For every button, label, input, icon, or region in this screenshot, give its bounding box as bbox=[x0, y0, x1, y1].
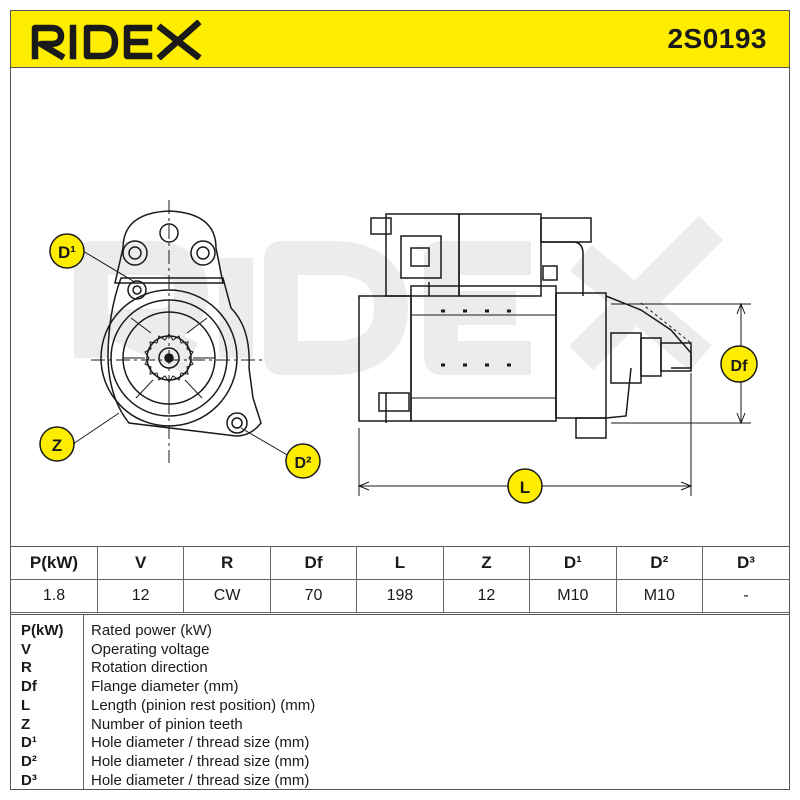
spec-header: V bbox=[96, 546, 185, 580]
legend-item: Df Flange diameter (mm) bbox=[11, 678, 789, 697]
technical-drawing: D¹ Z D² Df L bbox=[39, 200, 758, 504]
legend-desc: Number of pinion teeth bbox=[91, 715, 243, 733]
spec-header: L bbox=[356, 546, 444, 580]
spec-value: 1.8 bbox=[11, 579, 98, 613]
callout-d2: D² bbox=[285, 443, 321, 479]
spec-value: 198 bbox=[356, 579, 444, 613]
legend-item: D¹ Hole diameter / thread size (mm) bbox=[11, 734, 789, 753]
watermark-logo bbox=[74, 215, 724, 375]
legend-desc: Rotation direction bbox=[91, 659, 208, 677]
callout-l: L bbox=[507, 468, 543, 504]
header-bar: 2S0193 bbox=[11, 11, 789, 68]
ridex-logo bbox=[31, 20, 202, 60]
specs-header-row: P(kW) V R Df L Z D¹ D² D³ bbox=[11, 546, 789, 580]
legend-key: D³ bbox=[21, 771, 37, 789]
legend-item: D³ Hole diameter / thread size (mm) bbox=[11, 771, 789, 789]
svg-text:Df: Df bbox=[731, 358, 749, 375]
spec-header: Df bbox=[269, 546, 358, 580]
specs-value-row: 1.8 12 CW 70 198 12 M10 M10 - bbox=[11, 579, 789, 613]
spec-value: M10 bbox=[529, 579, 617, 613]
callout-df: Df bbox=[720, 345, 758, 383]
legend-key: D² bbox=[21, 752, 37, 770]
legend-key: Df bbox=[21, 678, 37, 696]
spec-value: CW bbox=[183, 579, 271, 613]
spec-header: R bbox=[183, 546, 271, 580]
legend-key: P(kW) bbox=[21, 622, 64, 639]
svg-text:D²: D² bbox=[295, 455, 312, 472]
part-number: 2S0193 bbox=[667, 23, 767, 54]
callout-d1: D¹ bbox=[49, 233, 85, 269]
svg-text:Z: Z bbox=[52, 436, 62, 455]
spec-header: D² bbox=[615, 546, 704, 580]
legend-desc: Operating voltage bbox=[91, 640, 210, 658]
spec-value: M10 bbox=[615, 579, 704, 613]
legend-key: D¹ bbox=[21, 734, 37, 752]
legend-desc: Flange diameter (mm) bbox=[91, 678, 239, 696]
legend-item: R Rotation direction bbox=[11, 659, 789, 678]
spec-value: 12 bbox=[96, 579, 185, 613]
legend-key: L bbox=[21, 696, 31, 714]
spec-header: P(kW) bbox=[11, 546, 98, 580]
spec-value: 70 bbox=[269, 579, 358, 613]
spec-value: 12 bbox=[442, 579, 531, 613]
front-view bbox=[72, 200, 290, 463]
legend-desc: Hole diameter / thread size (mm) bbox=[91, 734, 310, 752]
legend-key: V bbox=[21, 640, 32, 658]
specs-table: P(kW) V R Df L Z D¹ D² D³ 1.8 12 CW 70 1… bbox=[11, 546, 789, 613]
product-sheet: 2S0193 bbox=[10, 10, 790, 790]
legend-key: R bbox=[21, 659, 32, 677]
spec-header: D¹ bbox=[529, 546, 617, 580]
legend-item: P(kW) Rated power (kW) bbox=[11, 622, 789, 641]
svg-text:D¹: D¹ bbox=[58, 243, 76, 262]
legend-divider bbox=[83, 615, 84, 789]
legend-item: Z Number of pinion teeth bbox=[11, 716, 789, 735]
legend-desc: Length (pinion rest position) (mm) bbox=[91, 696, 316, 714]
svg-text:L: L bbox=[520, 478, 530, 497]
legend-item: L Length (pinion rest position) (mm) bbox=[11, 697, 789, 716]
legend-desc: Hole diameter / thread size (mm) bbox=[91, 752, 310, 770]
legend-desc: Hole diameter / thread size (mm) bbox=[91, 771, 310, 789]
callout-z: Z bbox=[39, 426, 75, 462]
legend-item: V Operating voltage bbox=[11, 641, 789, 660]
spec-header: D³ bbox=[702, 546, 789, 580]
legend-item: D² Hole diameter / thread size (mm) bbox=[11, 753, 789, 772]
legend-desc: Rated power (kW) bbox=[91, 622, 212, 639]
legend: P(kW) Rated power (kW) V Operating volta… bbox=[11, 614, 789, 789]
legend-key: Z bbox=[21, 715, 31, 733]
spec-value: - bbox=[702, 579, 789, 613]
spec-header: Z bbox=[442, 546, 531, 580]
